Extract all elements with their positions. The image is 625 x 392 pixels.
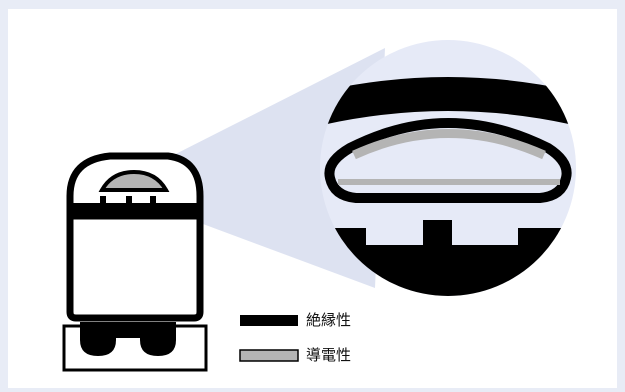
- connector-body: [66, 212, 204, 322]
- legend-swatch-conductive: [239, 349, 299, 362]
- connector-pin-left: [80, 322, 116, 356]
- magnified-bottom-comb: [330, 220, 565, 296]
- magnified-conductive-arc: [352, 129, 546, 160]
- magnified-section: [320, 77, 576, 296]
- legend-label-conductive: 導電性: [306, 346, 352, 364]
- connector-comb: [72, 196, 198, 216]
- connector-pin-right: [140, 322, 176, 356]
- connector-loop-detail: [98, 169, 170, 192]
- legend-label-insulating: 絶縁性: [306, 311, 352, 329]
- connector-illustration: [62, 152, 208, 372]
- zoom-beam: [148, 48, 385, 288]
- magnified-top-band: [320, 77, 576, 126]
- connector-pin-bridge: [116, 322, 140, 338]
- legend-swatch-insulating: [240, 315, 298, 326]
